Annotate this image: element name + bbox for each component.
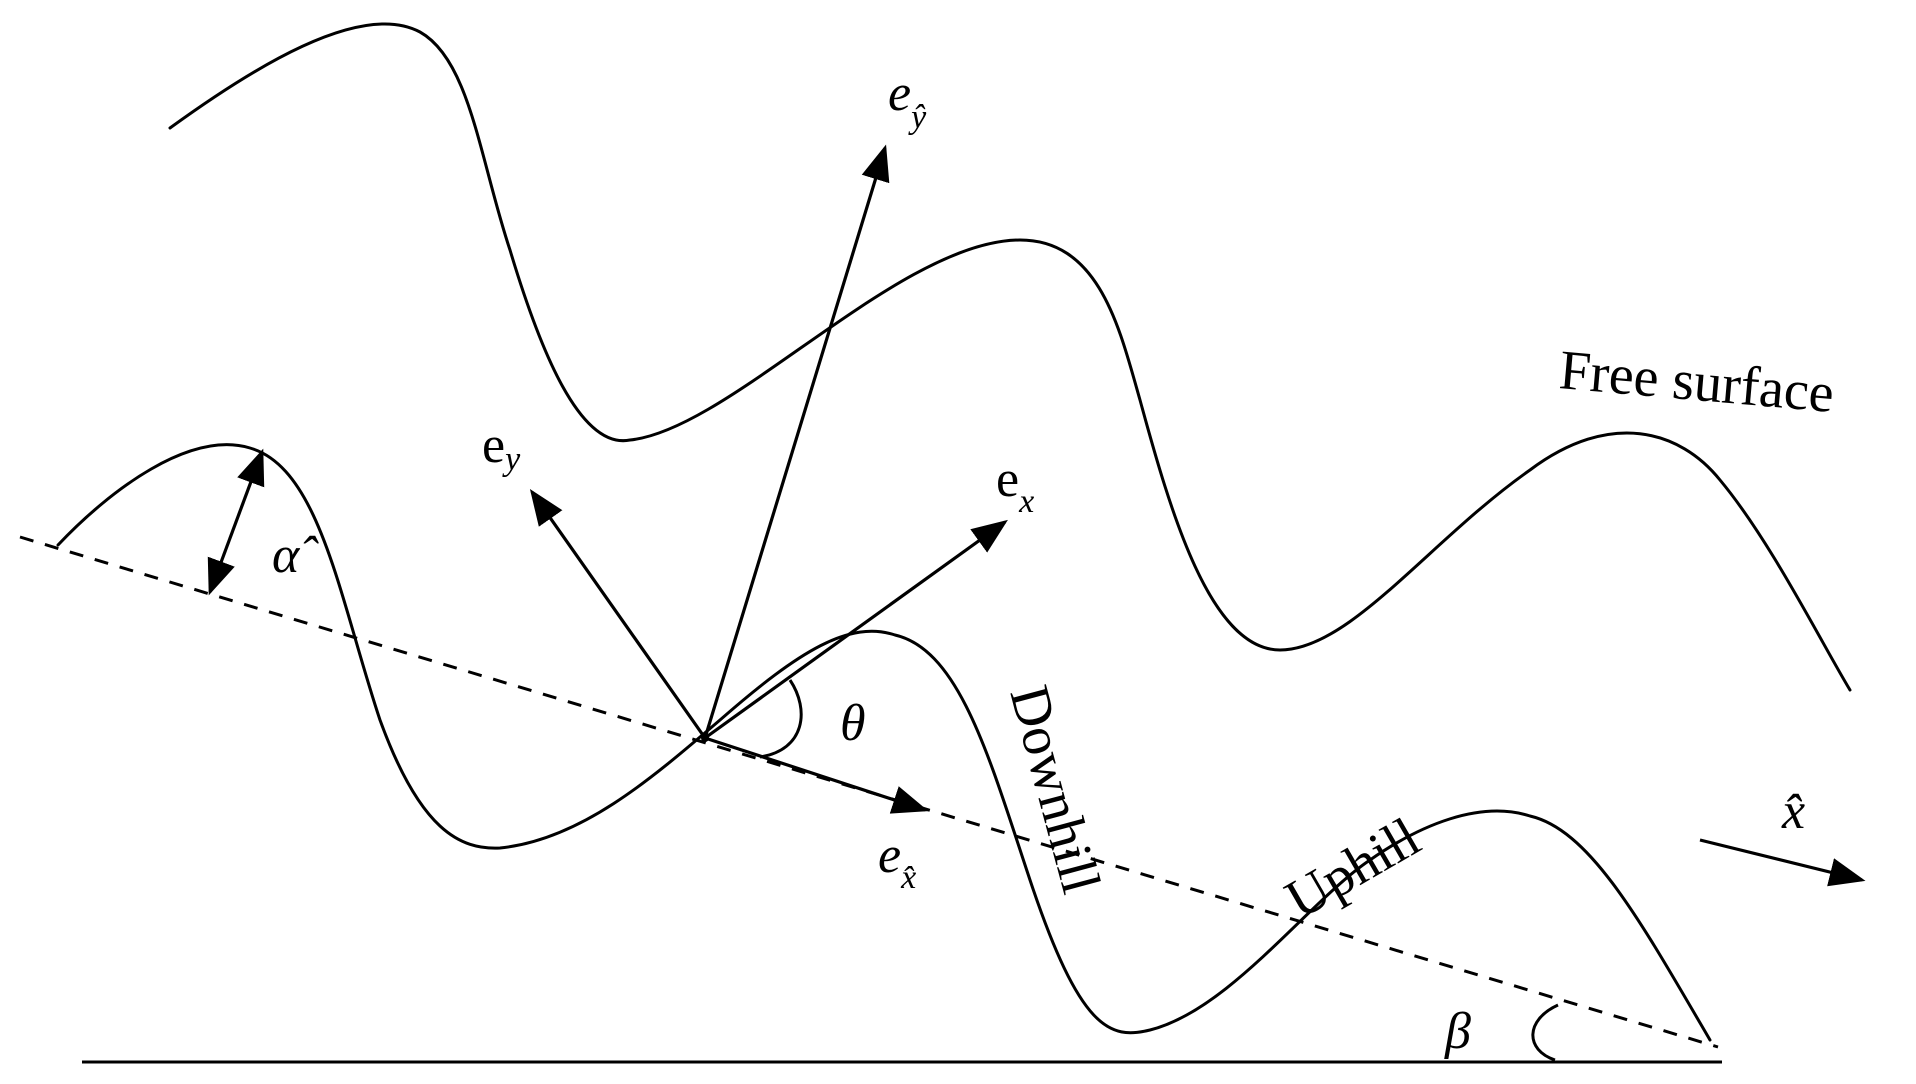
alpha-hat-label: α̂ — [272, 527, 319, 584]
e-y-subscript: y — [502, 441, 521, 478]
e-yhat-base: e — [888, 65, 911, 122]
uphill-label: Uphill — [1276, 806, 1431, 931]
e-yhat-subscript: ŷ — [908, 99, 927, 136]
beta-label: β — [1444, 1003, 1471, 1060]
e-xhat-vector — [704, 736, 929, 814]
theta-angle-arc — [759, 679, 803, 759]
e-xhat-subscript: x̂ — [900, 859, 916, 896]
x-hat-label: x̂ — [1781, 783, 1805, 840]
theta-label: θ — [840, 695, 866, 752]
e-y-label: ey — [482, 417, 521, 478]
free-surface-label: Free surface — [1557, 339, 1837, 425]
amplitude-double-arrow — [207, 448, 265, 596]
e-yhat-label: eŷ — [888, 65, 927, 136]
e-x-label: ex — [996, 451, 1034, 520]
e-y-vector — [529, 489, 707, 739]
free-surface-curve — [168, 22, 1852, 692]
downhill-label: Downhill — [997, 679, 1112, 899]
e-y-base: e — [482, 417, 505, 474]
e-x-subscript: x — [1018, 483, 1034, 520]
beta-angle-arc — [1531, 1003, 1559, 1062]
e-yhat-vector — [703, 144, 890, 739]
e-x-base: e — [996, 451, 1019, 508]
e-x-vector — [704, 519, 1008, 740]
e-xhat-base: e — [878, 827, 901, 884]
e-xhat-label: ex̂ — [878, 827, 916, 896]
wavy-bottom-curve — [56, 443, 1712, 1042]
x-hat-direction-arrow — [1699, 838, 1866, 887]
